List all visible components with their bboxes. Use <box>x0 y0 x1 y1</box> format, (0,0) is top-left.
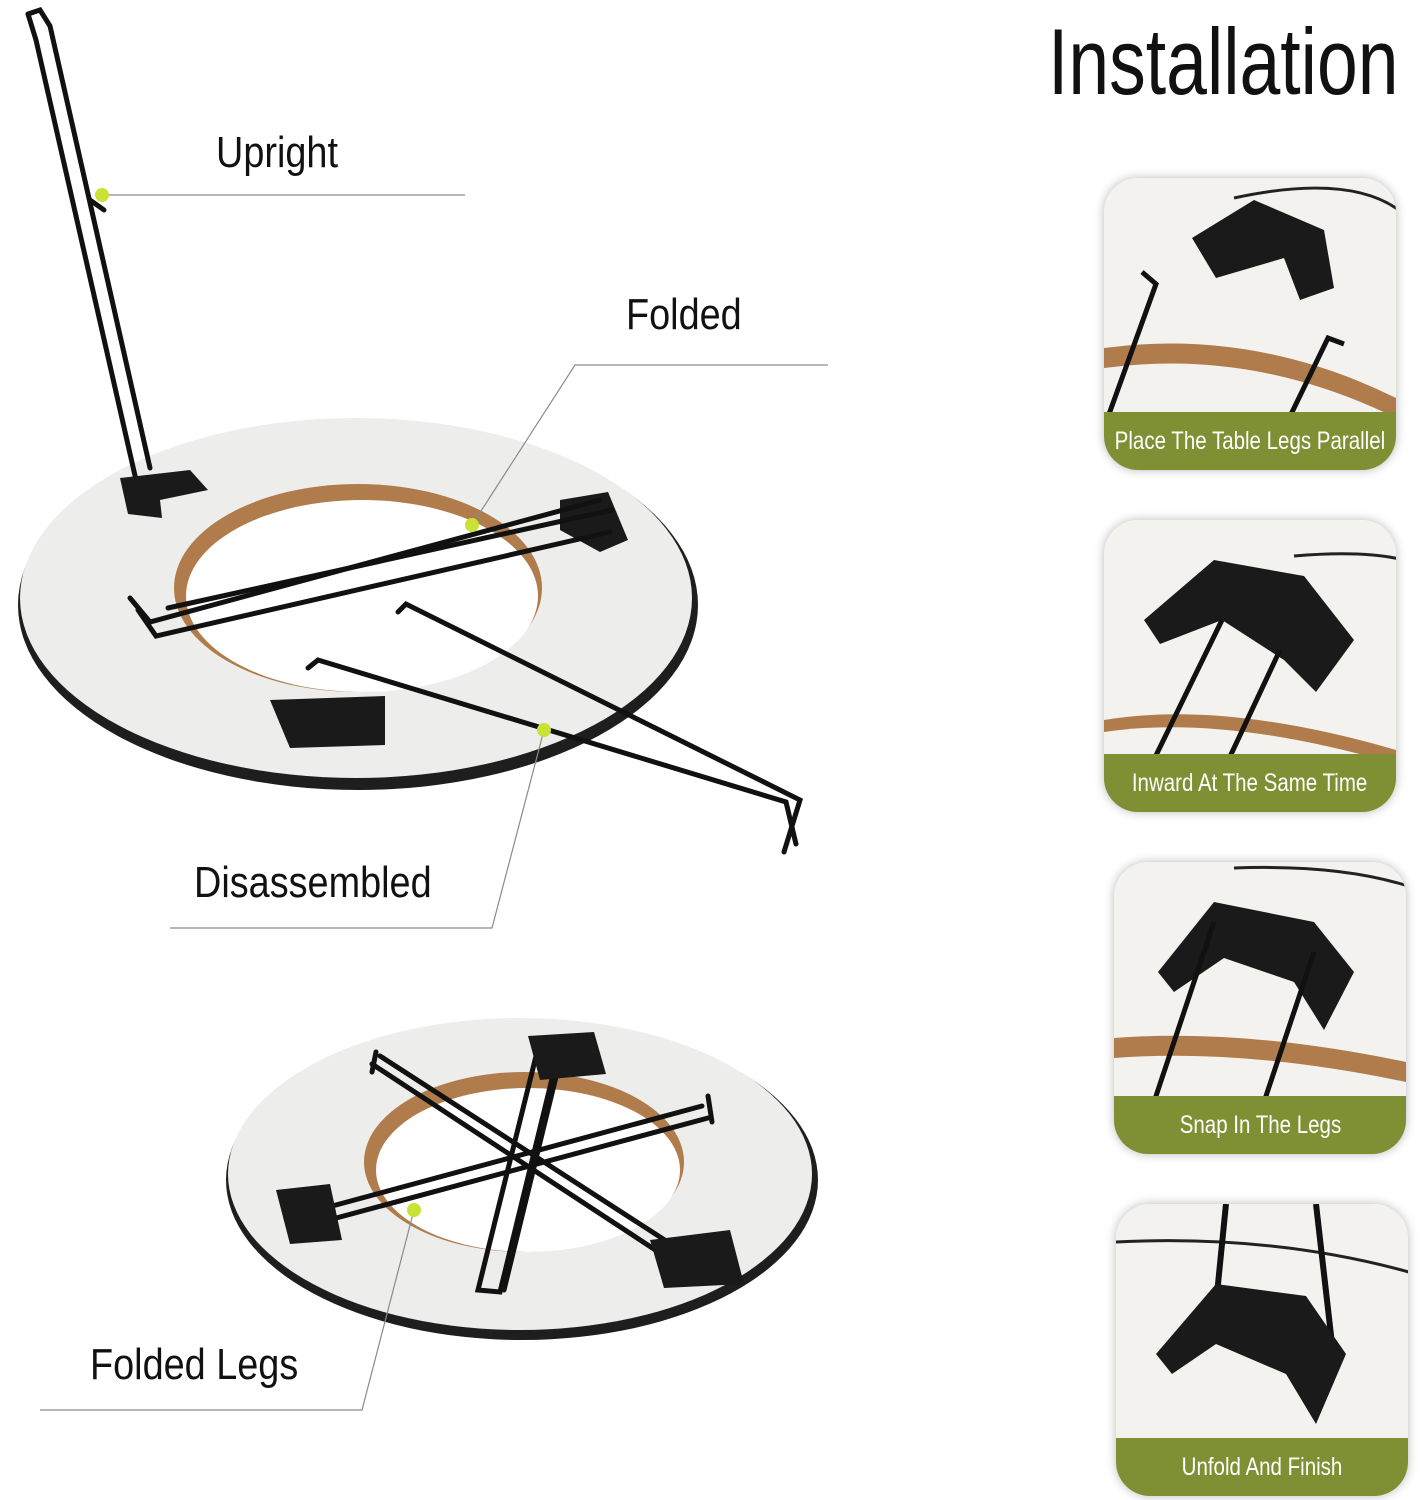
step-1-caption: Place The Table Legs Parallel <box>1104 412 1396 470</box>
callout-lines <box>102 194 828 929</box>
markers <box>95 188 551 1217</box>
table-top-lower <box>226 1018 818 1340</box>
crossed-legs <box>307 1037 715 1295</box>
step-card-1: Place The Table Legs Parallel <box>1104 178 1396 470</box>
step-3-caption: Snap In The Legs <box>1114 1096 1406 1154</box>
step-card-4: Unfold And Finish <box>1116 1204 1408 1496</box>
label-upright: Upright <box>216 128 338 177</box>
table-top-upper <box>18 418 698 790</box>
step-card-3: Snap In The Legs <box>1114 862 1406 1154</box>
step-card-2: Inward At The Same Time <box>1104 520 1396 812</box>
label-folded-legs: Folded Legs <box>90 1340 299 1389</box>
table-illustration <box>18 7 828 1411</box>
step-4-caption: Unfold And Finish <box>1116 1438 1408 1496</box>
upright-leg <box>25 7 153 483</box>
callout-line-folded-legs <box>40 1209 415 1411</box>
page-title: Installation <box>1048 9 1399 114</box>
label-folded: Folded <box>626 290 742 339</box>
step-2-caption: Inward At The Same Time <box>1104 754 1396 812</box>
label-disassembled: Disassembled <box>194 858 432 907</box>
folded-leg <box>127 497 615 639</box>
lower-hinge-brackets <box>276 1032 744 1288</box>
disassembled-leg <box>305 600 804 855</box>
